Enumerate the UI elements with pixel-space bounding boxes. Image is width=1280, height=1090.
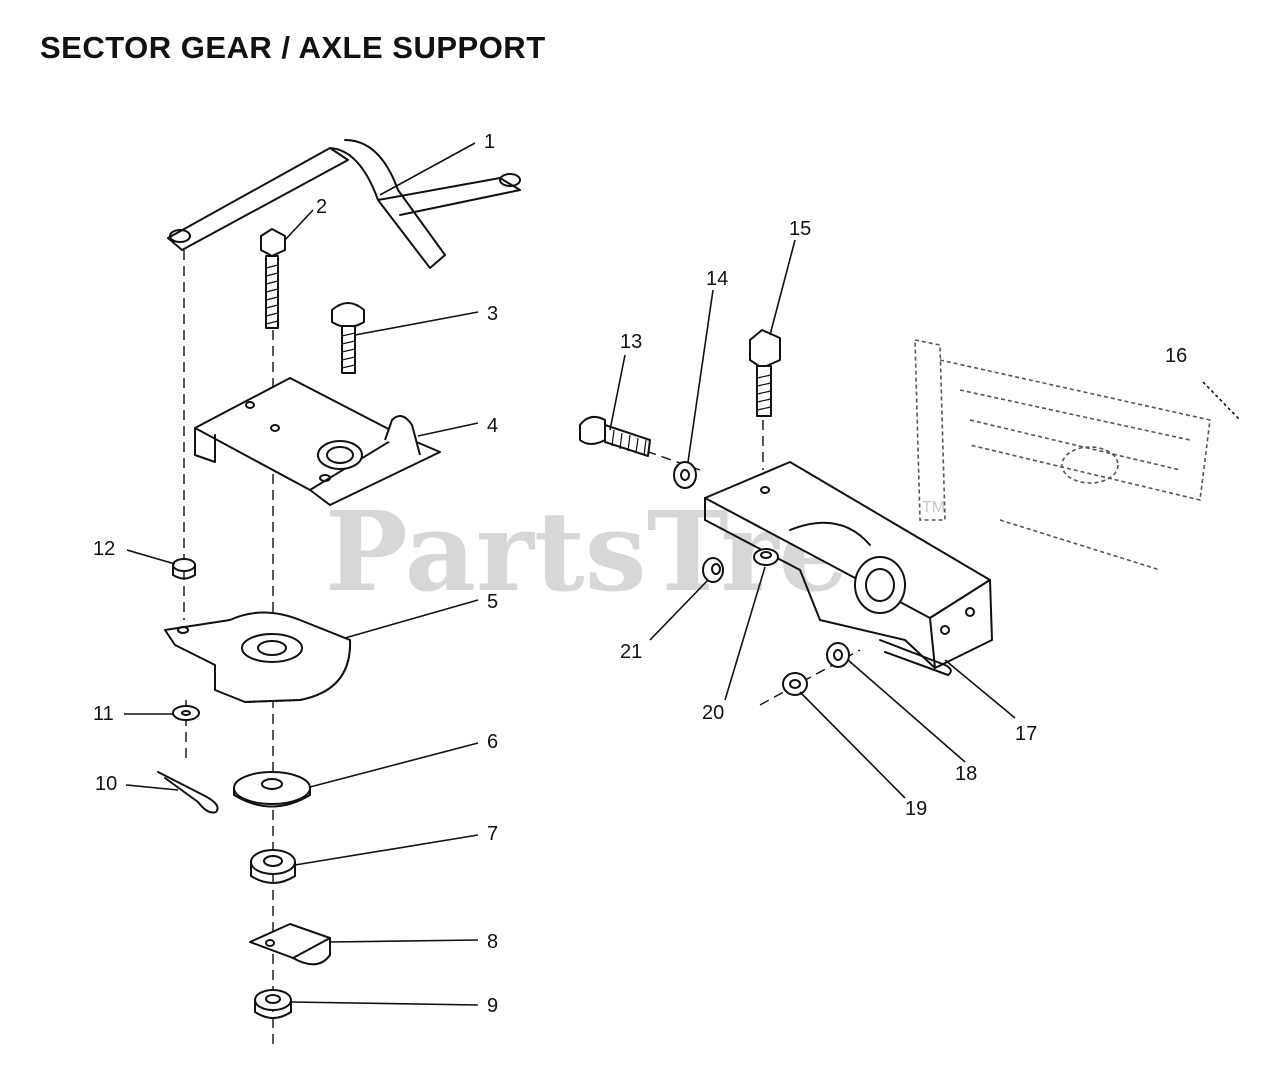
part-washer-11[interactable]: [172, 705, 200, 721]
part-nut-9[interactable]: [254, 989, 292, 1019]
part-axle-ghost: [914, 339, 1211, 571]
callout-20: 20: [702, 702, 724, 724]
watermark-trademark: TM: [922, 499, 945, 516]
callout-11: 11: [93, 703, 114, 725]
callout-1: 1: [484, 131, 495, 153]
callout-15: 15: [789, 218, 811, 240]
part-nut-7[interactable]: [250, 849, 296, 884]
part-nut-21[interactable]: [702, 557, 724, 583]
page-title: SECTOR GEAR / AXLE SUPPORT: [40, 30, 546, 65]
callout-9: 9: [487, 995, 498, 1017]
callout-10: 10: [95, 773, 117, 795]
part-bolt-2[interactable]: [260, 228, 286, 329]
part-sector-gear[interactable]: [164, 611, 352, 703]
axis-line-washers: [759, 649, 861, 706]
part-bolt-3[interactable]: [331, 302, 365, 374]
part-washer-19[interactable]: [782, 672, 808, 696]
part-washer-6[interactable]: [233, 771, 311, 808]
part-strap[interactable]: [879, 639, 952, 676]
part-bolt-13[interactable]: [579, 415, 651, 457]
part-washer-18[interactable]: [826, 642, 850, 668]
part-bolt-15[interactable]: [749, 329, 781, 417]
callout-13: 13: [620, 331, 642, 353]
part-cotter-pin[interactable]: [157, 771, 219, 814]
callout-6: 6: [487, 731, 498, 753]
part-clip[interactable]: [249, 923, 331, 966]
part-axle-support[interactable]: [704, 461, 993, 669]
part-drag-link[interactable]: [167, 139, 521, 269]
callout-2: 2: [316, 196, 327, 218]
callout-12: 12: [93, 538, 115, 560]
callout-18: 18: [955, 763, 977, 785]
callout-21: 21: [620, 641, 642, 663]
part-washer-14[interactable]: [673, 461, 697, 489]
callout-3: 3: [487, 303, 498, 325]
callout-8: 8: [487, 931, 498, 953]
part-bracket[interactable]: [194, 377, 441, 506]
leader-lines: [124, 142, 1241, 1006]
callout-7: 7: [487, 823, 498, 845]
callout-19: 19: [905, 798, 927, 820]
callout-17: 17: [1015, 723, 1037, 745]
callout-5: 5: [487, 591, 498, 613]
callout-4: 4: [487, 415, 498, 437]
part-nut-12[interactable]: [172, 558, 196, 580]
callout-14: 14: [706, 268, 728, 290]
part-nut-20[interactable]: [753, 548, 779, 566]
callout-16: 16: [1165, 345, 1187, 367]
